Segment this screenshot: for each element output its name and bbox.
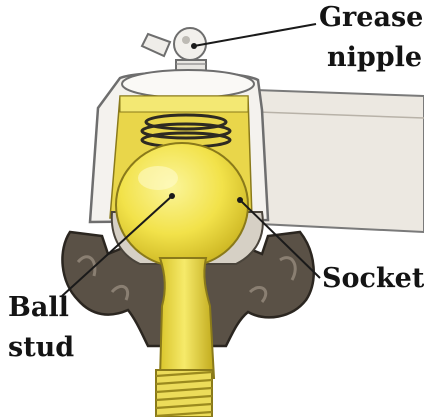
ball bbox=[116, 143, 248, 267]
stud-thread bbox=[156, 370, 212, 417]
grease-nipple-label-line2: nipple bbox=[327, 42, 422, 74]
ball-stud-label-line1: Ball bbox=[8, 292, 69, 324]
leader-dot-ball bbox=[169, 193, 175, 199]
leader-grease-nipple bbox=[194, 24, 316, 46]
socket-label: Socket bbox=[322, 263, 424, 295]
leader-dot-socket bbox=[237, 197, 243, 203]
steering-arm bbox=[255, 90, 424, 232]
leader-dot-grease bbox=[191, 43, 197, 49]
ball-stud-label-line2: stud bbox=[8, 332, 74, 364]
grease-nipple-label-line1: Grease bbox=[319, 2, 423, 34]
